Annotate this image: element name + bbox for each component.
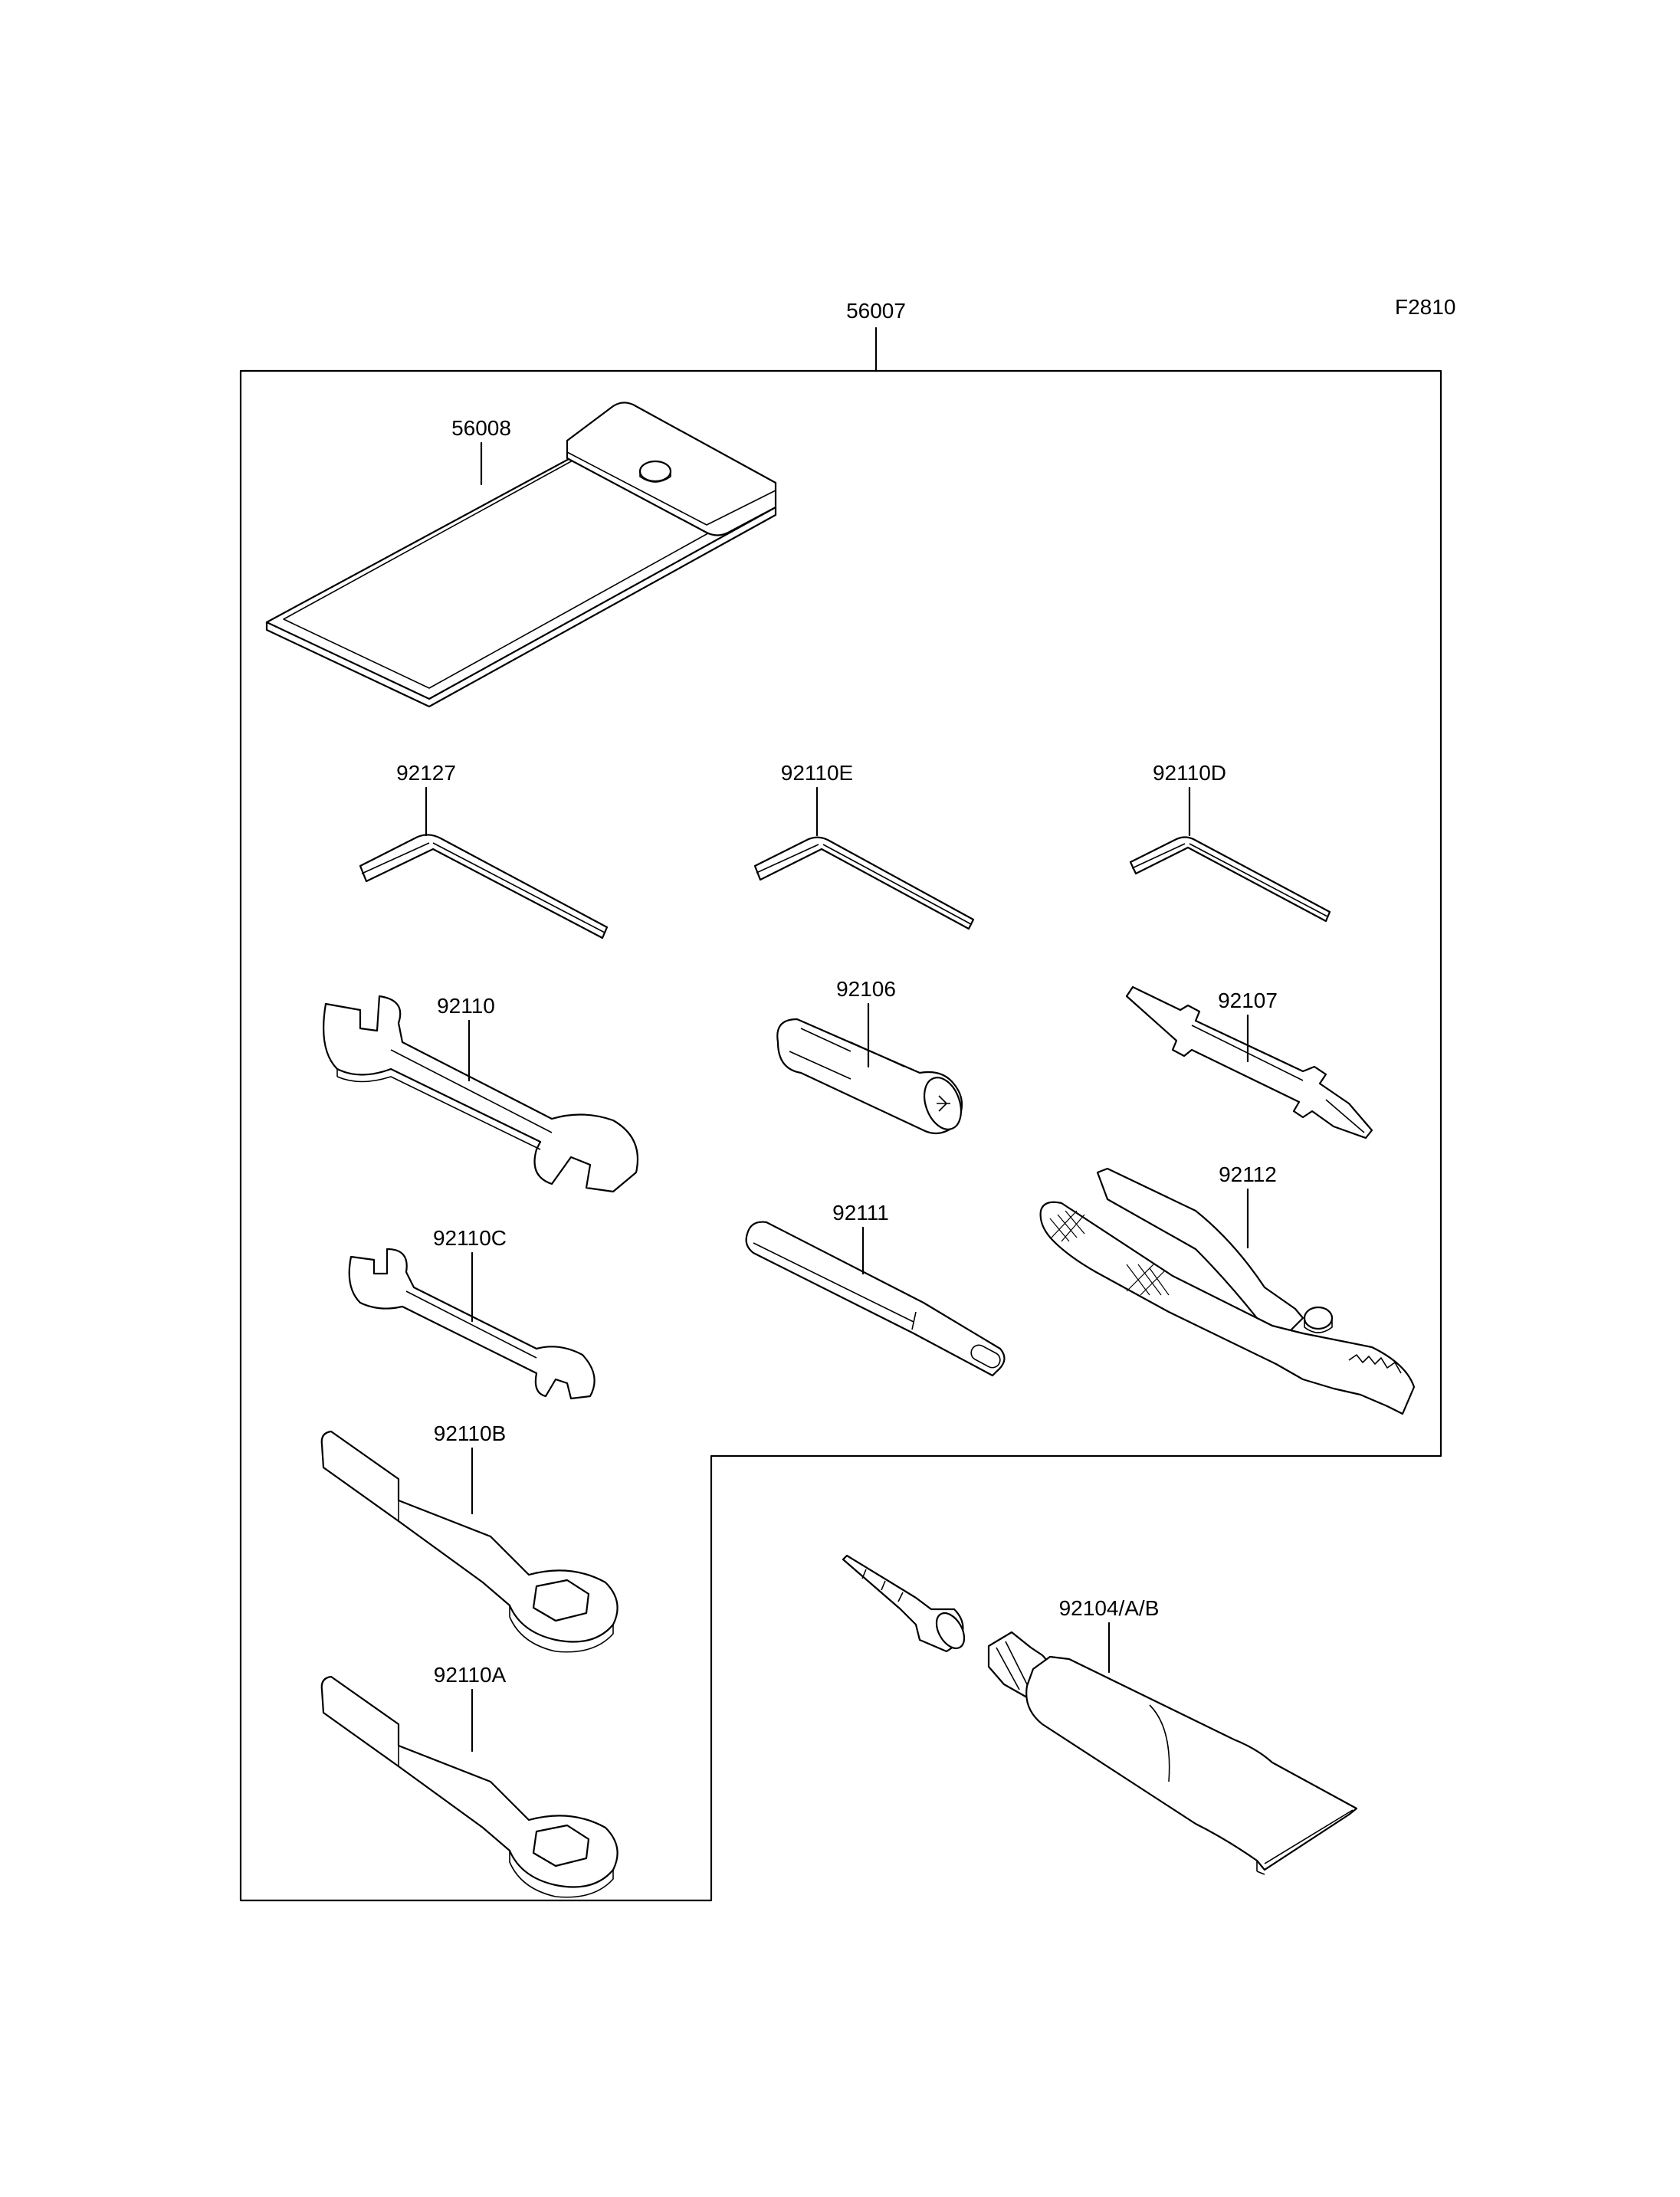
label-56007[interactable]: 56007 <box>846 299 906 323</box>
label-92110B[interactable]: 92110B <box>434 1421 506 1445</box>
ring-wrench-92110B[interactable] <box>320 1430 619 1653</box>
figure-code: F2810 <box>1395 295 1455 319</box>
label-56008[interactable]: 56008 <box>451 416 511 440</box>
label-92127[interactable]: 92127 <box>396 761 456 785</box>
label-92110[interactable]: 92110 <box>437 994 495 1018</box>
hex-key-92110D[interactable] <box>1129 836 1331 923</box>
label-92110E[interactable]: 92110E <box>781 761 853 785</box>
kit-boundary <box>239 369 1442 1902</box>
wrench-92110C[interactable] <box>348 1248 596 1400</box>
hex-key-92127[interactable] <box>359 834 609 939</box>
label-92104-A-B[interactable]: 92104/A/B <box>1059 1596 1160 1620</box>
label-92110A[interactable]: 92110A <box>434 1663 507 1687</box>
label-92106[interactable]: 92106 <box>836 977 896 1001</box>
hex-key-92110E[interactable] <box>753 836 975 930</box>
label-92112[interactable]: 92112 <box>1219 1162 1277 1186</box>
label-92110D[interactable]: 92110D <box>1153 761 1226 785</box>
pliers-grip-hatch <box>1049 1210 1170 1296</box>
tool-bag[interactable] <box>265 402 777 708</box>
label-92110C[interactable]: 92110C <box>433 1226 507 1250</box>
label-92107[interactable]: 92107 <box>1218 989 1278 1012</box>
grease-tube-92104[interactable] <box>842 1554 1358 1875</box>
pliers-92112[interactable] <box>1039 1167 1416 1415</box>
ring-wrench-92110A[interactable] <box>320 1675 619 1898</box>
extension-bar-92111[interactable] <box>745 1221 1006 1377</box>
plug-tool-92106[interactable] <box>776 1018 967 1135</box>
wrench-92110[interactable] <box>323 995 639 1193</box>
label-92111[interactable]: 92111 <box>832 1201 889 1225</box>
